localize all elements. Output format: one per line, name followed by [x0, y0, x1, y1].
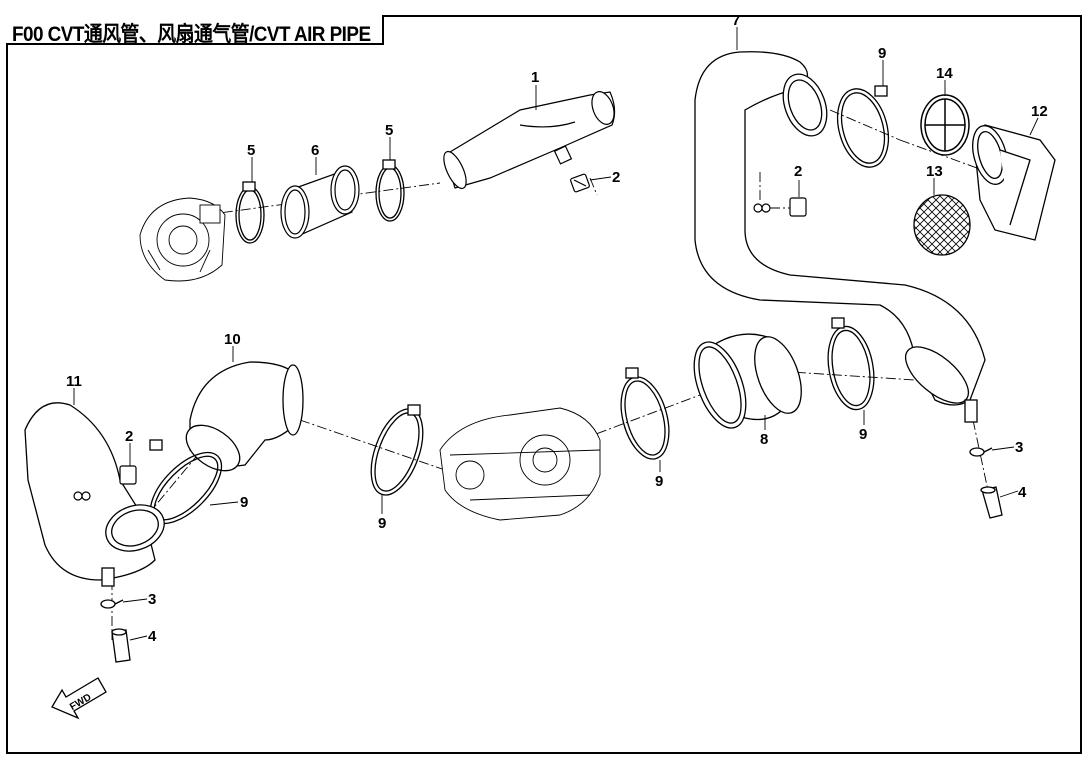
part-2-connector-left: [73, 465, 137, 501]
forward-arrow-icon: [51, 677, 107, 720]
part-4-cap-right: [980, 486, 1003, 519]
part-5-clamp-left: [235, 181, 265, 244]
callout-6: 6: [311, 142, 319, 159]
callout-9-right-of-8: 9: [859, 426, 867, 443]
callout-1: 1: [531, 69, 539, 86]
callout-9-mid: 9: [378, 515, 386, 532]
part-3-clip-right: [969, 447, 993, 457]
part-2-connector-right: [753, 197, 807, 217]
callout-13: 13: [926, 163, 943, 180]
callout-2-left: 2: [125, 428, 133, 445]
part-1-intake-pipe: [443, 91, 616, 190]
part-9-clamp-upper-right: [836, 85, 890, 168]
part-6-rubber-coupler: [280, 165, 360, 239]
callout-5-right: 5: [385, 122, 393, 139]
part-13-mesh-screen: [913, 194, 971, 256]
fan-cover: [139, 197, 226, 282]
part-8-elbow-coupler: [693, 333, 802, 429]
callout-3-right: 3: [1015, 439, 1023, 456]
part-9-clamp-left-of-8: [620, 367, 670, 460]
part-9-clamp-mid-left: [370, 404, 424, 496]
title-box: F00 CVT通风管、风扇通气管/CVT AIR PIPE: [6, 15, 384, 46]
callout-11: 11: [66, 373, 82, 390]
callout-8: 8: [760, 431, 768, 448]
callout-9-upper: 9: [878, 45, 886, 62]
part-2-connector-top: [570, 173, 590, 193]
page-title: F00 CVT通风管、风扇通气管/CVT AIR PIPE: [12, 23, 371, 46]
part-9-clamp-right-of-8: [827, 317, 875, 411]
callout-4-left: 4: [148, 628, 157, 645]
callout-4-right: 4: [1018, 484, 1027, 501]
part-4-cap-left: [111, 628, 131, 663]
part-12-filter-housing: [972, 124, 1056, 241]
leader-lines: [73, 27, 1039, 641]
callout-2-top: 2: [612, 169, 620, 186]
part-10-elbow-duct: [185, 361, 304, 472]
callout-14: 14: [936, 65, 953, 82]
cvt-cover: [439, 407, 601, 521]
callout-5-left: 5: [247, 142, 255, 159]
callout-12: 12: [1031, 103, 1048, 120]
diagram-frame: [6, 15, 1082, 754]
part-3-clip-left: [100, 599, 124, 609]
callout-3-left: 3: [148, 591, 156, 608]
callout-7: 7: [732, 12, 740, 29]
callout-9-lower-left: 9: [240, 494, 248, 511]
part-7-large-air-duct: [694, 51, 986, 423]
callout-9-left-of-8: 9: [655, 473, 663, 490]
part-5-clamp-right: [375, 159, 405, 222]
callout-10: 10: [224, 331, 241, 348]
callout-2-right: 2: [794, 163, 802, 180]
part-11-air-box: [24, 402, 165, 587]
part-14-filter-frame: [920, 94, 970, 156]
